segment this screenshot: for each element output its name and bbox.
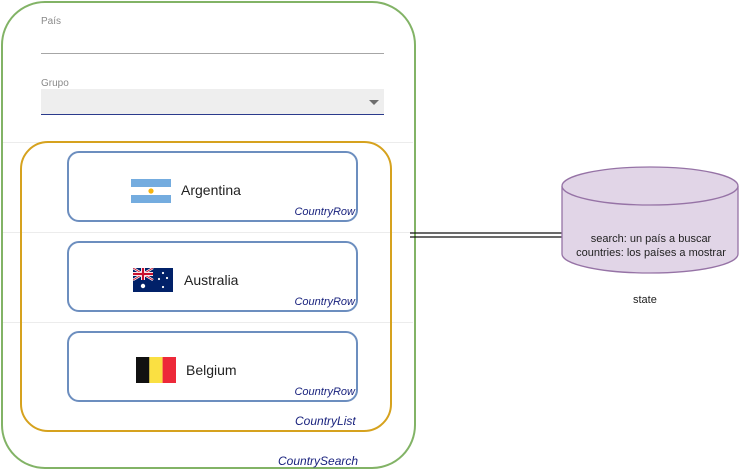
country-name: Belgium (186, 362, 237, 378)
state-connector (410, 232, 564, 238)
state-description: search: un país a buscar countries: los … (560, 232, 742, 260)
state-cylinder (561, 166, 739, 274)
state-countries-line: countries: los países a mostrar (576, 247, 726, 259)
group-select[interactable] (41, 89, 384, 115)
country-list-label: CountryList (295, 414, 356, 428)
state-search-line: search: un país a buscar (590, 233, 712, 245)
country-search-input[interactable] (41, 53, 384, 54)
row-separator (3, 232, 413, 233)
state-caption: state (633, 294, 657, 306)
country-row-tag: CountryRow (294, 386, 355, 398)
country-search-container (1, 1, 416, 469)
country-row-belgium[interactable]: Belgium CountryRow (67, 331, 358, 402)
country-row-tag: CountryRow (294, 206, 355, 218)
country-name: Australia (184, 272, 239, 288)
country-row-tag: CountryRow (294, 296, 355, 308)
country-row-australia[interactable]: Australia CountryRow (67, 241, 358, 312)
argentina-flag-icon (131, 179, 171, 203)
group-field-label: Grupo (41, 78, 69, 89)
country-list-container (20, 141, 392, 432)
row-separator (3, 322, 413, 323)
country-name: Argentina (181, 182, 241, 198)
chevron-down-icon (369, 100, 379, 105)
country-row-argentina[interactable]: Argentina CountryRow (67, 151, 358, 222)
australia-flag-icon (133, 268, 173, 292)
belgium-flag-icon (136, 357, 176, 383)
country-search-label: CountrySearch (278, 454, 359, 468)
country-field-label: País (41, 16, 62, 27)
